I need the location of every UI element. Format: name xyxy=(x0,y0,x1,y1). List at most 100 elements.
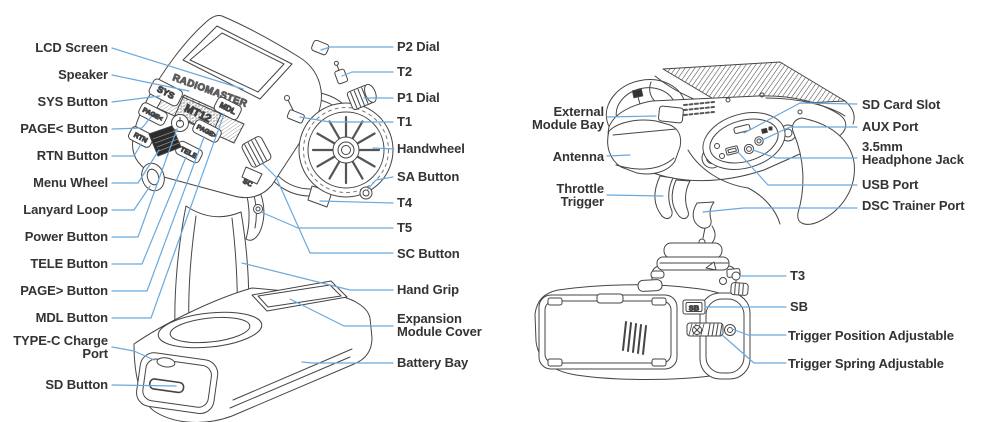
battery-door xyxy=(136,352,219,415)
label-hand-grip: Hand Grip xyxy=(397,282,459,297)
leader-rtn-button xyxy=(111,143,142,157)
label-trigger-position-adjustable: Trigger Position Adjustable xyxy=(788,328,954,343)
leader-t1 xyxy=(299,116,394,123)
p1-knob-bottom xyxy=(730,282,749,296)
leader-sys-button xyxy=(111,95,161,103)
power-button xyxy=(171,114,189,132)
label-p2-dial: P2 Dial xyxy=(397,39,440,54)
antenna-stub xyxy=(637,279,663,292)
headphone-jack xyxy=(743,143,755,155)
front-view-drawing: RADIOMASTER MT12 SYS MDL PAGE< PAGE> RTN… xyxy=(128,15,394,422)
label-sd-button: SD Button xyxy=(45,377,108,392)
rear-view-drawing xyxy=(605,61,855,246)
p1-dial xyxy=(346,83,377,110)
leader-t2 xyxy=(341,71,394,77)
label-power-button: Power Button xyxy=(24,229,108,244)
label-throttle-trigger: Throttle Trigger xyxy=(556,181,604,209)
leader-lanyard-loop xyxy=(111,185,151,211)
leader-power-button xyxy=(111,128,178,238)
leader-sd-card-slot xyxy=(743,102,858,134)
lanyard-loop xyxy=(141,162,165,192)
t1-switch xyxy=(284,95,305,124)
label-speaker: Speaker xyxy=(58,67,108,82)
leader-handwheel xyxy=(372,147,395,150)
leader-trigger-spring xyxy=(720,333,787,364)
label-handwheel: Handwheel xyxy=(397,141,465,156)
leader-throttle-trigger xyxy=(606,194,664,197)
rtn-button xyxy=(128,126,154,148)
module-bay-grille xyxy=(683,101,715,116)
p2-dial xyxy=(311,39,330,56)
label-page-left-button: PAGE< Button xyxy=(20,121,108,136)
label-mdl-button: MDL Button xyxy=(35,310,109,325)
leader-dsc-trainer-port xyxy=(702,207,858,213)
leader-antenna xyxy=(606,154,631,157)
leader-sd-button xyxy=(111,384,177,387)
aux-port xyxy=(754,136,764,146)
leader-external-module-bay xyxy=(606,115,657,118)
sd-button xyxy=(148,378,185,394)
leader-page-left-button xyxy=(111,116,152,130)
label-rtn-button: RTN Button xyxy=(36,148,108,163)
t2-switch xyxy=(333,60,349,85)
label-lcd-screen: LCD Screen xyxy=(35,40,108,55)
leader-lines xyxy=(111,46,858,387)
leader-sa-button xyxy=(367,176,394,190)
leader-lcd-screen xyxy=(111,47,244,90)
label-trigger-spring-adjustable: Trigger Spring Adjustable xyxy=(788,356,944,371)
bottom-view-drawing: SB xyxy=(534,242,751,380)
leader-mdl-button xyxy=(111,113,225,319)
throttle-trigger xyxy=(654,175,674,219)
label-sys-button: SYS Button xyxy=(37,94,109,109)
trigger-adjusters xyxy=(686,322,736,337)
leader-battery-bay xyxy=(301,361,394,364)
label-type-c-charge-port: TYPE-C Charge Port xyxy=(13,333,108,361)
label-t4: T4 xyxy=(397,195,412,210)
power-icon xyxy=(175,116,185,128)
handwheel-bottom xyxy=(656,242,730,271)
page-left-button xyxy=(138,102,168,126)
sc-button xyxy=(241,136,272,168)
type-c-port xyxy=(156,357,176,368)
label-headphone-jack: 3.5mm Headphone Jack xyxy=(862,139,964,167)
label-sb: SB xyxy=(790,299,808,314)
label-usb-port: USB Port xyxy=(862,177,919,192)
sb-marking: SB xyxy=(689,304,700,313)
leader-aux-port xyxy=(759,126,858,142)
leader-expansion-cover xyxy=(289,298,394,327)
label-tele-button: TELE Button xyxy=(30,256,108,271)
label-sa-button: SA Button xyxy=(397,169,460,184)
dsc-trainer-port xyxy=(692,201,715,229)
expansion-module-cover xyxy=(251,280,348,312)
sb-button xyxy=(682,299,706,315)
leader-t4 xyxy=(319,200,394,204)
mdl-button xyxy=(213,96,242,121)
label-dsc-trainer-port: DSC Trainer Port xyxy=(862,198,965,213)
leader-speaker xyxy=(111,74,190,92)
leader-trigger-position xyxy=(731,328,787,336)
label-battery-bay: Battery Bay xyxy=(397,355,469,370)
label-t2: T2 xyxy=(397,64,412,79)
battery-door-bottom xyxy=(538,293,678,370)
label-menu-wheel: Menu Wheel xyxy=(33,175,108,190)
label-page-right-button: PAGE> Button xyxy=(20,283,108,298)
label-antenna: Antenna xyxy=(552,149,604,164)
leader-headphone-jack xyxy=(752,149,858,159)
port-panel xyxy=(702,112,786,170)
external-module-bay xyxy=(658,105,684,124)
leader-p2-dial xyxy=(320,46,394,51)
label-t1: T1 xyxy=(397,114,412,129)
sd-card-slot xyxy=(733,124,751,134)
label-external-module-bay: External Module Bay xyxy=(532,104,604,132)
label-sd-card-slot: SD Card Slot xyxy=(862,97,941,112)
sc-marking: SC xyxy=(241,178,253,189)
leader-page-right-button xyxy=(111,136,205,292)
lcd-screen xyxy=(182,25,293,100)
leader-tele-button xyxy=(111,156,187,265)
leader-sc-button xyxy=(262,163,394,254)
sa-button xyxy=(359,186,373,200)
port-icon xyxy=(761,127,768,134)
lever-flag xyxy=(631,88,644,105)
